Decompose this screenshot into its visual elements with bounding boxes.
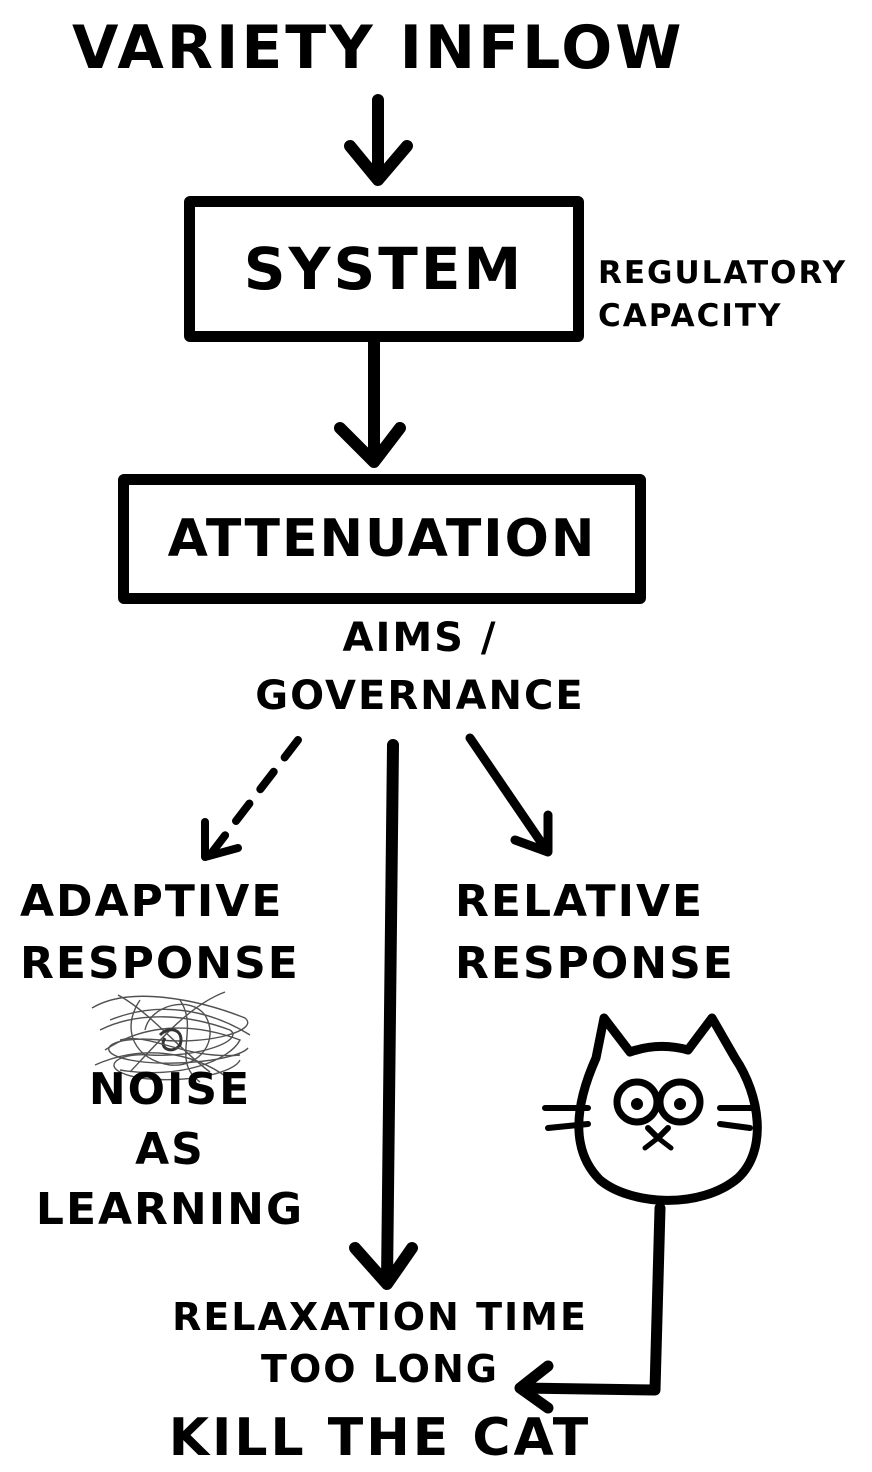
too-long-line: TOO LONG: [261, 1347, 499, 1391]
response-label-left: RESPONSE: [20, 938, 300, 989]
relaxation-line: RELAXATION TIME: [172, 1295, 588, 1339]
system-label: SYSTEM: [243, 235, 525, 303]
relative-response-label: RELATIVE RESPONSE: [455, 880, 735, 986]
system-box: SYSTEM: [184, 196, 584, 342]
as-label: AS: [135, 1124, 205, 1175]
aims-governance-label: AIMS / GOVERNANCE: [220, 618, 620, 716]
response-label-right: RESPONSE: [455, 938, 735, 989]
noise-label: NOISE: [88, 1064, 252, 1115]
arrow-cat-to-relaxation: [514, 1202, 666, 1414]
noise-as-learning-label: NOISE AS LEARNING: [10, 1068, 330, 1232]
aims-label: AIMS /: [342, 615, 498, 661]
kill-the-cat-label: KILL THE CAT: [168, 1408, 592, 1468]
arrow-title-to-system: [344, 94, 413, 186]
arrow-system-to-attenuation: [334, 332, 406, 468]
learning-label: LEARNING: [35, 1184, 305, 1235]
arrow-to-relative: [465, 733, 553, 857]
capacity-label: CAPACITY: [598, 298, 783, 334]
attenuation-box: ATTENUATION: [118, 474, 646, 604]
relaxation-time-label: RELAXATION TIME TOO LONG: [130, 1298, 630, 1388]
governance-label: GOVERNANCE: [255, 673, 585, 719]
title-variety-inflow: VARIETY INFLOW: [72, 13, 685, 83]
dashed-arrowhead-adaptive: [201, 818, 242, 861]
adaptive-response-label: ADAPTIVE RESPONSE: [20, 880, 300, 986]
regulatory-label: REGULATORY: [598, 255, 848, 291]
cat-face-icon: [542, 1013, 762, 1205]
arrow-to-relaxation: [349, 739, 418, 1290]
attenuation-label: ATTENUATION: [167, 509, 597, 569]
dashed-arrow-to-adaptive: [206, 736, 302, 859]
scribble-icon: [91, 991, 251, 1083]
relative-label: RELATIVE: [455, 876, 705, 927]
adaptive-label: ADAPTIVE: [20, 876, 284, 927]
regulatory-capacity-note: REGULATORY CAPACITY: [598, 258, 847, 332]
